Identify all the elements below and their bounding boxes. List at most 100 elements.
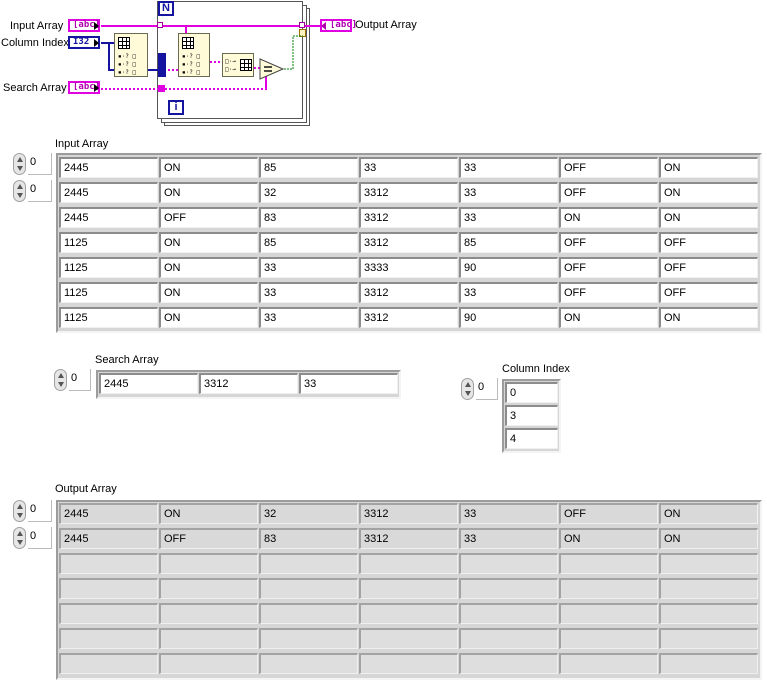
output-array-empty-cell: [159, 578, 258, 599]
input-array-cell[interactable]: ON: [159, 307, 258, 328]
input-array-cell[interactable]: 3333: [359, 257, 458, 278]
input-array-cell[interactable]: OFF: [559, 182, 658, 203]
output-array-cell: 2445: [59, 528, 158, 549]
input-array-col-index[interactable]: 0: [13, 180, 55, 202]
input-array-cell[interactable]: OFF: [559, 257, 658, 278]
output-array-empty-cell: [259, 628, 358, 649]
input-array-cell[interactable]: OFF: [659, 282, 758, 303]
input-array-cell[interactable]: 33: [459, 282, 558, 303]
input-array-cell[interactable]: 83: [259, 207, 358, 228]
column-index-label: Column Index: [502, 363, 570, 375]
array-grid-icon: [240, 59, 252, 71]
input-array-cell[interactable]: 85: [259, 232, 358, 253]
input-array-cell[interactable]: 85: [259, 157, 358, 178]
column-index-cell[interactable]: 4: [505, 428, 558, 449]
input-array-cell[interactable]: ON: [159, 232, 258, 253]
input-array-cell[interactable]: ON: [159, 157, 258, 178]
output-array-row-index[interactable]: 0: [13, 500, 55, 522]
output-array-cell: ON: [659, 503, 758, 524]
spin-updown-icon[interactable]: [461, 378, 474, 400]
input-array-cell[interactable]: OFF: [659, 257, 758, 278]
input-array-cell[interactable]: 1125: [59, 232, 158, 253]
index-row-icon: ▪·? □: [118, 61, 137, 68]
build-array-subvi[interactable]: □·→ □·→: [222, 53, 254, 77]
col-index-value[interactable]: 0: [28, 180, 52, 202]
input-array-row-index[interactable]: 0: [13, 153, 55, 175]
input-array-cell[interactable]: 3312: [359, 207, 458, 228]
input-array-cell[interactable]: 3312: [359, 307, 458, 328]
loop-count-terminal[interactable]: N: [158, 1, 174, 16]
input-array-cell[interactable]: 90: [459, 307, 558, 328]
spin-updown-icon[interactable]: [13, 153, 26, 175]
input-array-cell[interactable]: OFF: [159, 207, 258, 228]
input-array-cell[interactable]: ON: [159, 282, 258, 303]
output-array-empty-cell: [59, 553, 158, 574]
input-array-cell[interactable]: 33: [459, 207, 558, 228]
column-index-cell[interactable]: 0: [505, 382, 558, 403]
output-array-col-index[interactable]: 0: [13, 527, 55, 549]
input-array-cell[interactable]: OFF: [559, 157, 658, 178]
input-array-cell[interactable]: 33: [259, 257, 358, 278]
input-array-cell[interactable]: 33: [459, 182, 558, 203]
column-index-terminal[interactable]: I32: [68, 36, 100, 49]
equal-comparison-icon[interactable]: [259, 58, 285, 80]
input-array-cell[interactable]: 3312: [359, 282, 458, 303]
terminal-arrow-icon: [94, 39, 99, 47]
spin-updown-icon[interactable]: [13, 180, 26, 202]
input-array-cell[interactable]: 1125: [59, 307, 158, 328]
output-array-empty-cell: [259, 653, 358, 674]
column-index-index-value[interactable]: 0: [476, 378, 498, 400]
search-array-cell[interactable]: 3312: [199, 373, 298, 394]
input-array-cell[interactable]: ON: [559, 207, 658, 228]
input-array-cell[interactable]: 2445: [59, 157, 158, 178]
input-array-cell[interactable]: ON: [659, 182, 758, 203]
input-array-cell[interactable]: 3312: [359, 182, 458, 203]
output-col-index-value[interactable]: 0: [28, 527, 52, 549]
input-array-terminal[interactable]: [abc]: [68, 19, 100, 32]
output-array-cell: 3312: [359, 528, 458, 549]
input-array-cell[interactable]: 3312: [359, 232, 458, 253]
output-array-cell: 2445: [59, 503, 158, 524]
column-index-terminal-label: Column Index: [1, 37, 69, 49]
input-array-cell[interactable]: 33: [259, 282, 358, 303]
output-array-empty-cell: [559, 628, 658, 649]
input-array-cell[interactable]: ON: [159, 182, 258, 203]
input-array-cell[interactable]: ON: [559, 307, 658, 328]
input-array-cell[interactable]: OFF: [559, 232, 658, 253]
input-array-cell[interactable]: 33: [459, 157, 558, 178]
input-array-cell[interactable]: 85: [459, 232, 558, 253]
input-array-cell[interactable]: 1125: [59, 282, 158, 303]
search-array-index[interactable]: 0: [54, 369, 94, 391]
search-array-cell[interactable]: 2445: [99, 373, 198, 394]
output-array-empty-cell: [159, 628, 258, 649]
row-index-value[interactable]: 0: [28, 153, 52, 175]
input-array-cell[interactable]: 1125: [59, 257, 158, 278]
spin-updown-icon[interactable]: [13, 500, 26, 522]
input-array-cell[interactable]: 33: [359, 157, 458, 178]
input-array-cell[interactable]: ON: [659, 307, 758, 328]
input-array-cell[interactable]: ON: [159, 257, 258, 278]
column-index-cell[interactable]: 3: [505, 405, 558, 426]
input-array-cell[interactable]: ON: [659, 207, 758, 228]
output-row-index-value[interactable]: 0: [28, 500, 52, 522]
input-array-cell[interactable]: 2445: [59, 207, 158, 228]
index-array-subvi[interactable]: ▪·? □ ▪·? □ ▪·? □: [114, 33, 148, 77]
input-array-cell[interactable]: 33: [259, 307, 358, 328]
input-array-cell[interactable]: OFF: [659, 232, 758, 253]
output-array-terminal[interactable]: [abc]: [320, 19, 357, 32]
index-row-icon: ▪·? □: [182, 53, 201, 60]
column-index-index[interactable]: 0: [461, 378, 501, 400]
input-array-cell[interactable]: 90: [459, 257, 558, 278]
search-array-cell[interactable]: 33: [299, 373, 398, 394]
spin-updown-icon[interactable]: [13, 527, 26, 549]
input-array-cell[interactable]: 2445: [59, 182, 158, 203]
index-array-subvi-2[interactable]: ▪·? □ ▪·? □ ▪·? □: [178, 33, 210, 77]
input-array-cell[interactable]: 32: [259, 182, 358, 203]
search-index-value[interactable]: 0: [69, 369, 91, 391]
input-array-inner-wire: [160, 25, 320, 27]
terminal-arrow-icon: [94, 84, 99, 92]
search-array-terminal[interactable]: [abc]: [68, 81, 100, 94]
input-array-cell[interactable]: OFF: [559, 282, 658, 303]
spin-updown-icon[interactable]: [54, 369, 67, 391]
input-array-cell[interactable]: ON: [659, 157, 758, 178]
